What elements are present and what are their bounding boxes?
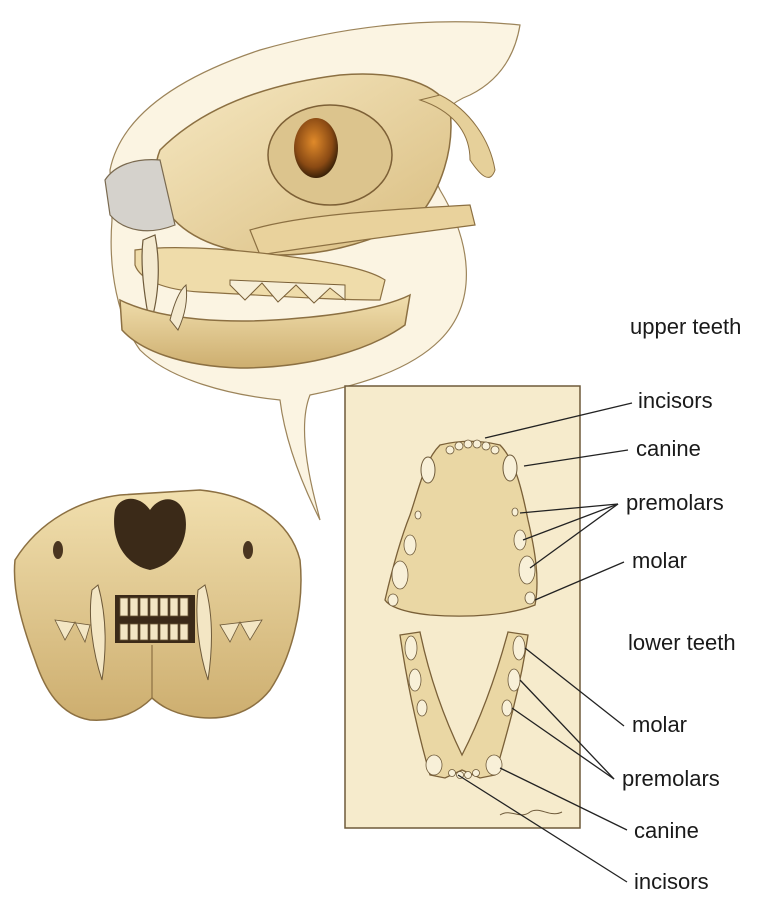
label-lower-molar: molar <box>632 714 687 736</box>
label-upper-canine: canine <box>636 438 701 460</box>
label-lower-incisors: incisors <box>634 871 709 893</box>
label-lower-premolars: premolars <box>622 768 720 790</box>
teeth-diagram-panel <box>345 386 580 828</box>
label-lower-canine: canine <box>634 820 699 842</box>
label-upper-molar: molar <box>632 550 687 572</box>
label-lower-teeth: lower teeth <box>628 632 736 654</box>
label-upper-premolars: premolars <box>626 492 724 514</box>
front-skull-view <box>14 490 301 720</box>
label-upper-teeth: upper teeth <box>630 316 741 338</box>
label-upper-incisors: incisors <box>638 390 713 412</box>
